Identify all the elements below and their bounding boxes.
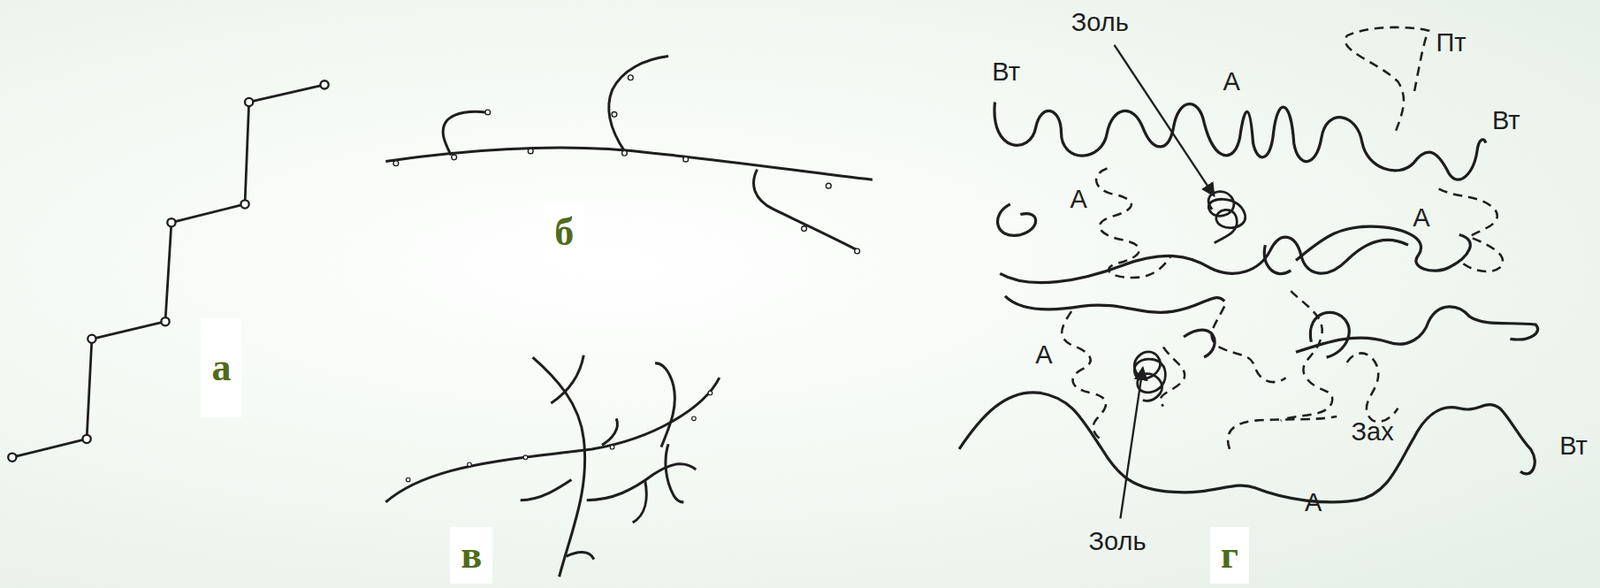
region-label: Вт bbox=[1559, 433, 1588, 459]
branched-chain bbox=[385, 56, 873, 254]
region-label: Вт bbox=[1492, 107, 1521, 134]
sol-tangle bbox=[1134, 191, 1246, 402]
region-label: А bbox=[1412, 204, 1430, 230]
figure-letter: г bbox=[1210, 526, 1250, 584]
region-label: А bbox=[1035, 341, 1052, 367]
crosslinked-chain bbox=[385, 355, 719, 577]
region-label: А bbox=[1304, 488, 1322, 515]
region-label: Золь bbox=[1088, 527, 1146, 554]
figure-letter: а bbox=[200, 318, 242, 418]
figure-letter: в bbox=[449, 526, 493, 584]
region-label: Зах bbox=[1351, 419, 1395, 445]
leader-arrow bbox=[1114, 45, 1215, 519]
region-label: Вт bbox=[991, 58, 1021, 84]
crystalline-chains bbox=[1061, 27, 1503, 450]
region-label: А bbox=[1069, 186, 1087, 213]
region-label: А bbox=[1223, 68, 1241, 95]
figure-letter: б bbox=[543, 204, 585, 261]
region-label: Золь bbox=[1071, 9, 1129, 36]
region-label: Пт bbox=[1435, 30, 1466, 56]
linear-chain bbox=[7, 80, 328, 462]
amorphous-structure bbox=[959, 101, 1539, 502]
